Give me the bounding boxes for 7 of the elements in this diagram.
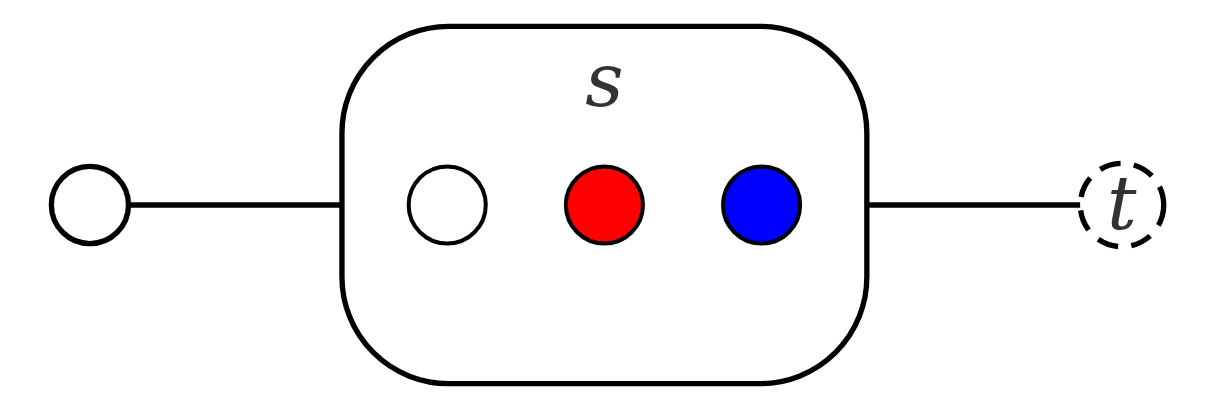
node-circle (48, 163, 132, 247)
node-circle (563, 164, 645, 246)
cluster: s (339, 23, 870, 387)
node-circle (720, 164, 803, 246)
connector (128, 202, 342, 208)
node-circle: t (1077, 160, 1167, 250)
node-circle (406, 164, 488, 246)
